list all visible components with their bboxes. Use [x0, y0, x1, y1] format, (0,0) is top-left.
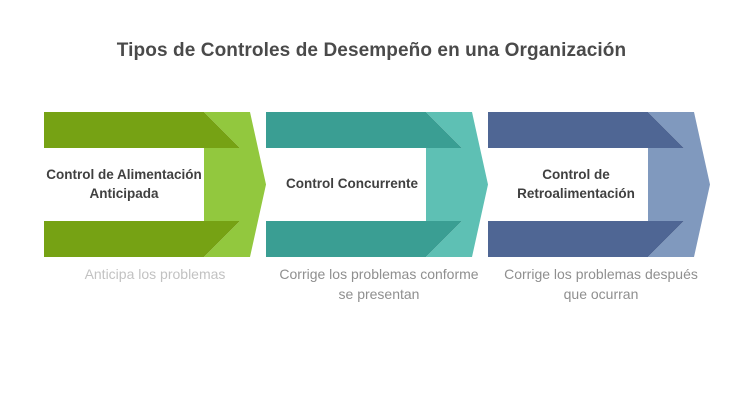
arrow-body-2: [266, 112, 462, 148]
arrow-body-1: [44, 112, 240, 148]
process-arrow-3[interactable]: Control de Retroalimentación: [488, 112, 710, 257]
arrow-head-2: [426, 112, 488, 257]
arrow-shape-2: [266, 112, 488, 257]
arrow-caption-3: Corrige los problemas después que ocurra…: [504, 266, 698, 303]
arrow-body-2-lower: [266, 221, 462, 257]
process-arrow-1[interactable]: Control de Alimentación Anticipada: [44, 112, 266, 257]
arrow-caption-2: Corrige los problemas conforme se presen…: [279, 266, 479, 303]
arrow-head-1: [204, 112, 266, 257]
arrow-shape-1: [44, 112, 266, 257]
arrow-head-3: [648, 112, 710, 257]
process-arrow-2[interactable]: Control Concurrente: [266, 112, 488, 257]
arrow-caption-1: Anticipa los problemas: [84, 266, 226, 282]
page-title: Tipos de Controles de Desempeño en una O…: [116, 40, 627, 61]
arrow-body-3: [488, 112, 684, 148]
arrow-body-3-lower: [488, 221, 684, 257]
arrow-shape-3: [488, 112, 710, 257]
arrow-body-1-lower: [44, 221, 240, 257]
